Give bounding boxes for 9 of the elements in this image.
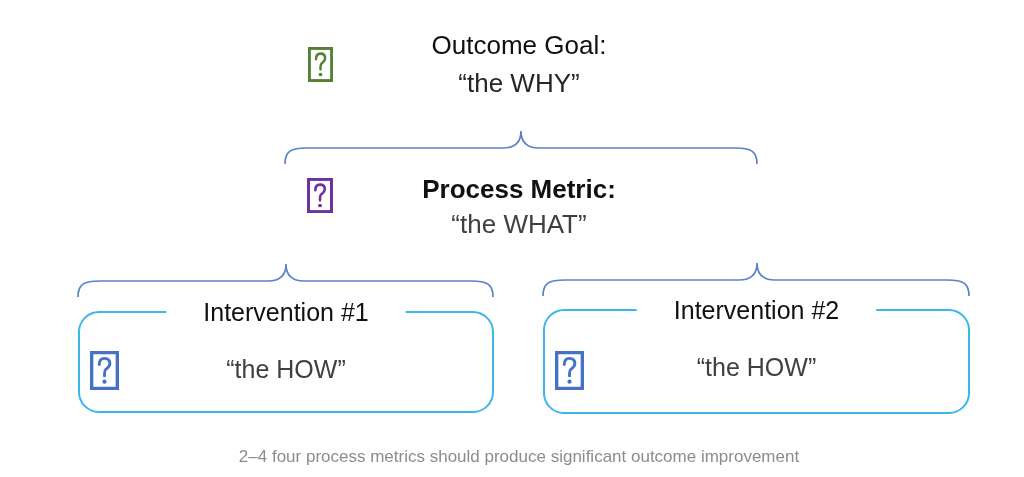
subheading-text: “the WHAT”	[451, 210, 587, 240]
box-text: “the HOW”	[696, 352, 817, 382]
subheading-text: “the WHY”	[458, 69, 580, 99]
heading-text: Process Metric:	[422, 175, 616, 205]
box-title: Intervention #1	[203, 297, 369, 327]
heading-text: Outcome Goal:	[431, 31, 607, 61]
box-title: Intervention #2	[673, 295, 840, 325]
caption-text: 2–4 four process metrics should produce significant outcome improvement	[238, 447, 800, 467]
box-text: “the HOW”	[226, 354, 346, 384]
